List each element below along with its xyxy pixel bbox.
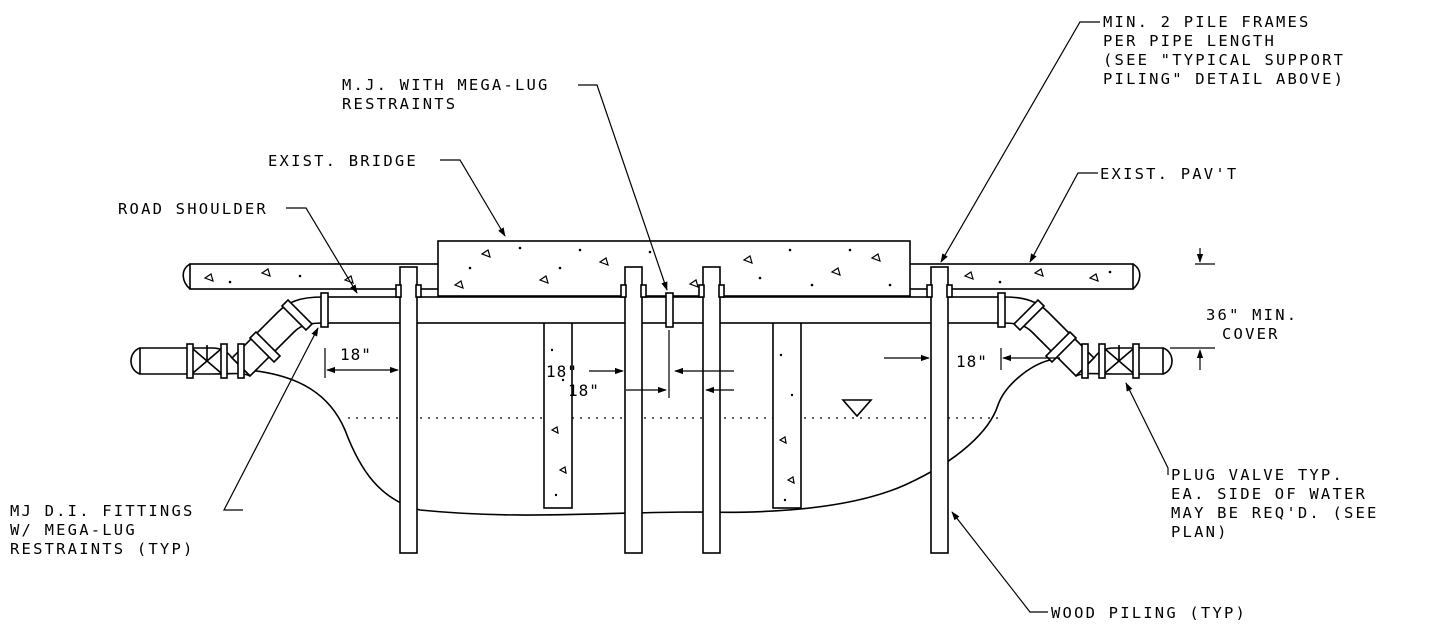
dim-text-center-lower: 18" <box>568 381 600 400</box>
cover-dimension <box>1170 248 1215 370</box>
concrete-stipple <box>203 246 1112 289</box>
mj-joint <box>665 292 674 328</box>
left-pipe-assembly <box>130 292 329 379</box>
dimension-right-18 <box>884 348 1060 370</box>
label-plug-valve: PLUG VALVE TYP. EA. SIDE OF WATER MAY BE… <box>1171 466 1390 541</box>
bridge-bent-left <box>543 321 573 509</box>
water-main-pipe <box>324 296 1002 324</box>
dimension-center-18 <box>589 330 734 398</box>
dimension-left-18 <box>324 348 399 378</box>
label-road-shoulder: ROAD SHOULDER <box>118 200 268 218</box>
label-wood-piling: WOOD PILING (TYP) <box>1051 604 1247 622</box>
label-mj-restraints: M.J. WITH MEGA-LUG RESTRAINTS <box>342 76 561 113</box>
label-pile-frames: MIN. 2 PILE FRAMES PER PIPE LENGTH (SEE … <box>1103 13 1357 88</box>
bridge-bent-right <box>772 321 802 509</box>
wood-piles <box>395 266 953 554</box>
water-level-symbol <box>841 399 873 418</box>
label-exist-pavt: EXIST. PAV'T <box>1100 165 1238 183</box>
label-fittings: MJ D.I. FITTINGS W/ MEGA-LUG RESTRAINTS … <box>10 502 206 558</box>
right-pipe-assembly <box>997 292 1173 379</box>
leader-lines <box>223 21 1169 613</box>
bridge-deck <box>437 240 911 297</box>
dim-text-left: 18" <box>340 345 372 364</box>
dim-text-right: 18" <box>956 352 988 371</box>
label-cover: 36" MIN. COVER <box>1206 306 1310 343</box>
label-exist-bridge: EXIST. BRIDGE <box>268 152 418 170</box>
dim-text-center-upper: 18" <box>546 362 578 381</box>
creek-bed-outline <box>247 359 1051 516</box>
